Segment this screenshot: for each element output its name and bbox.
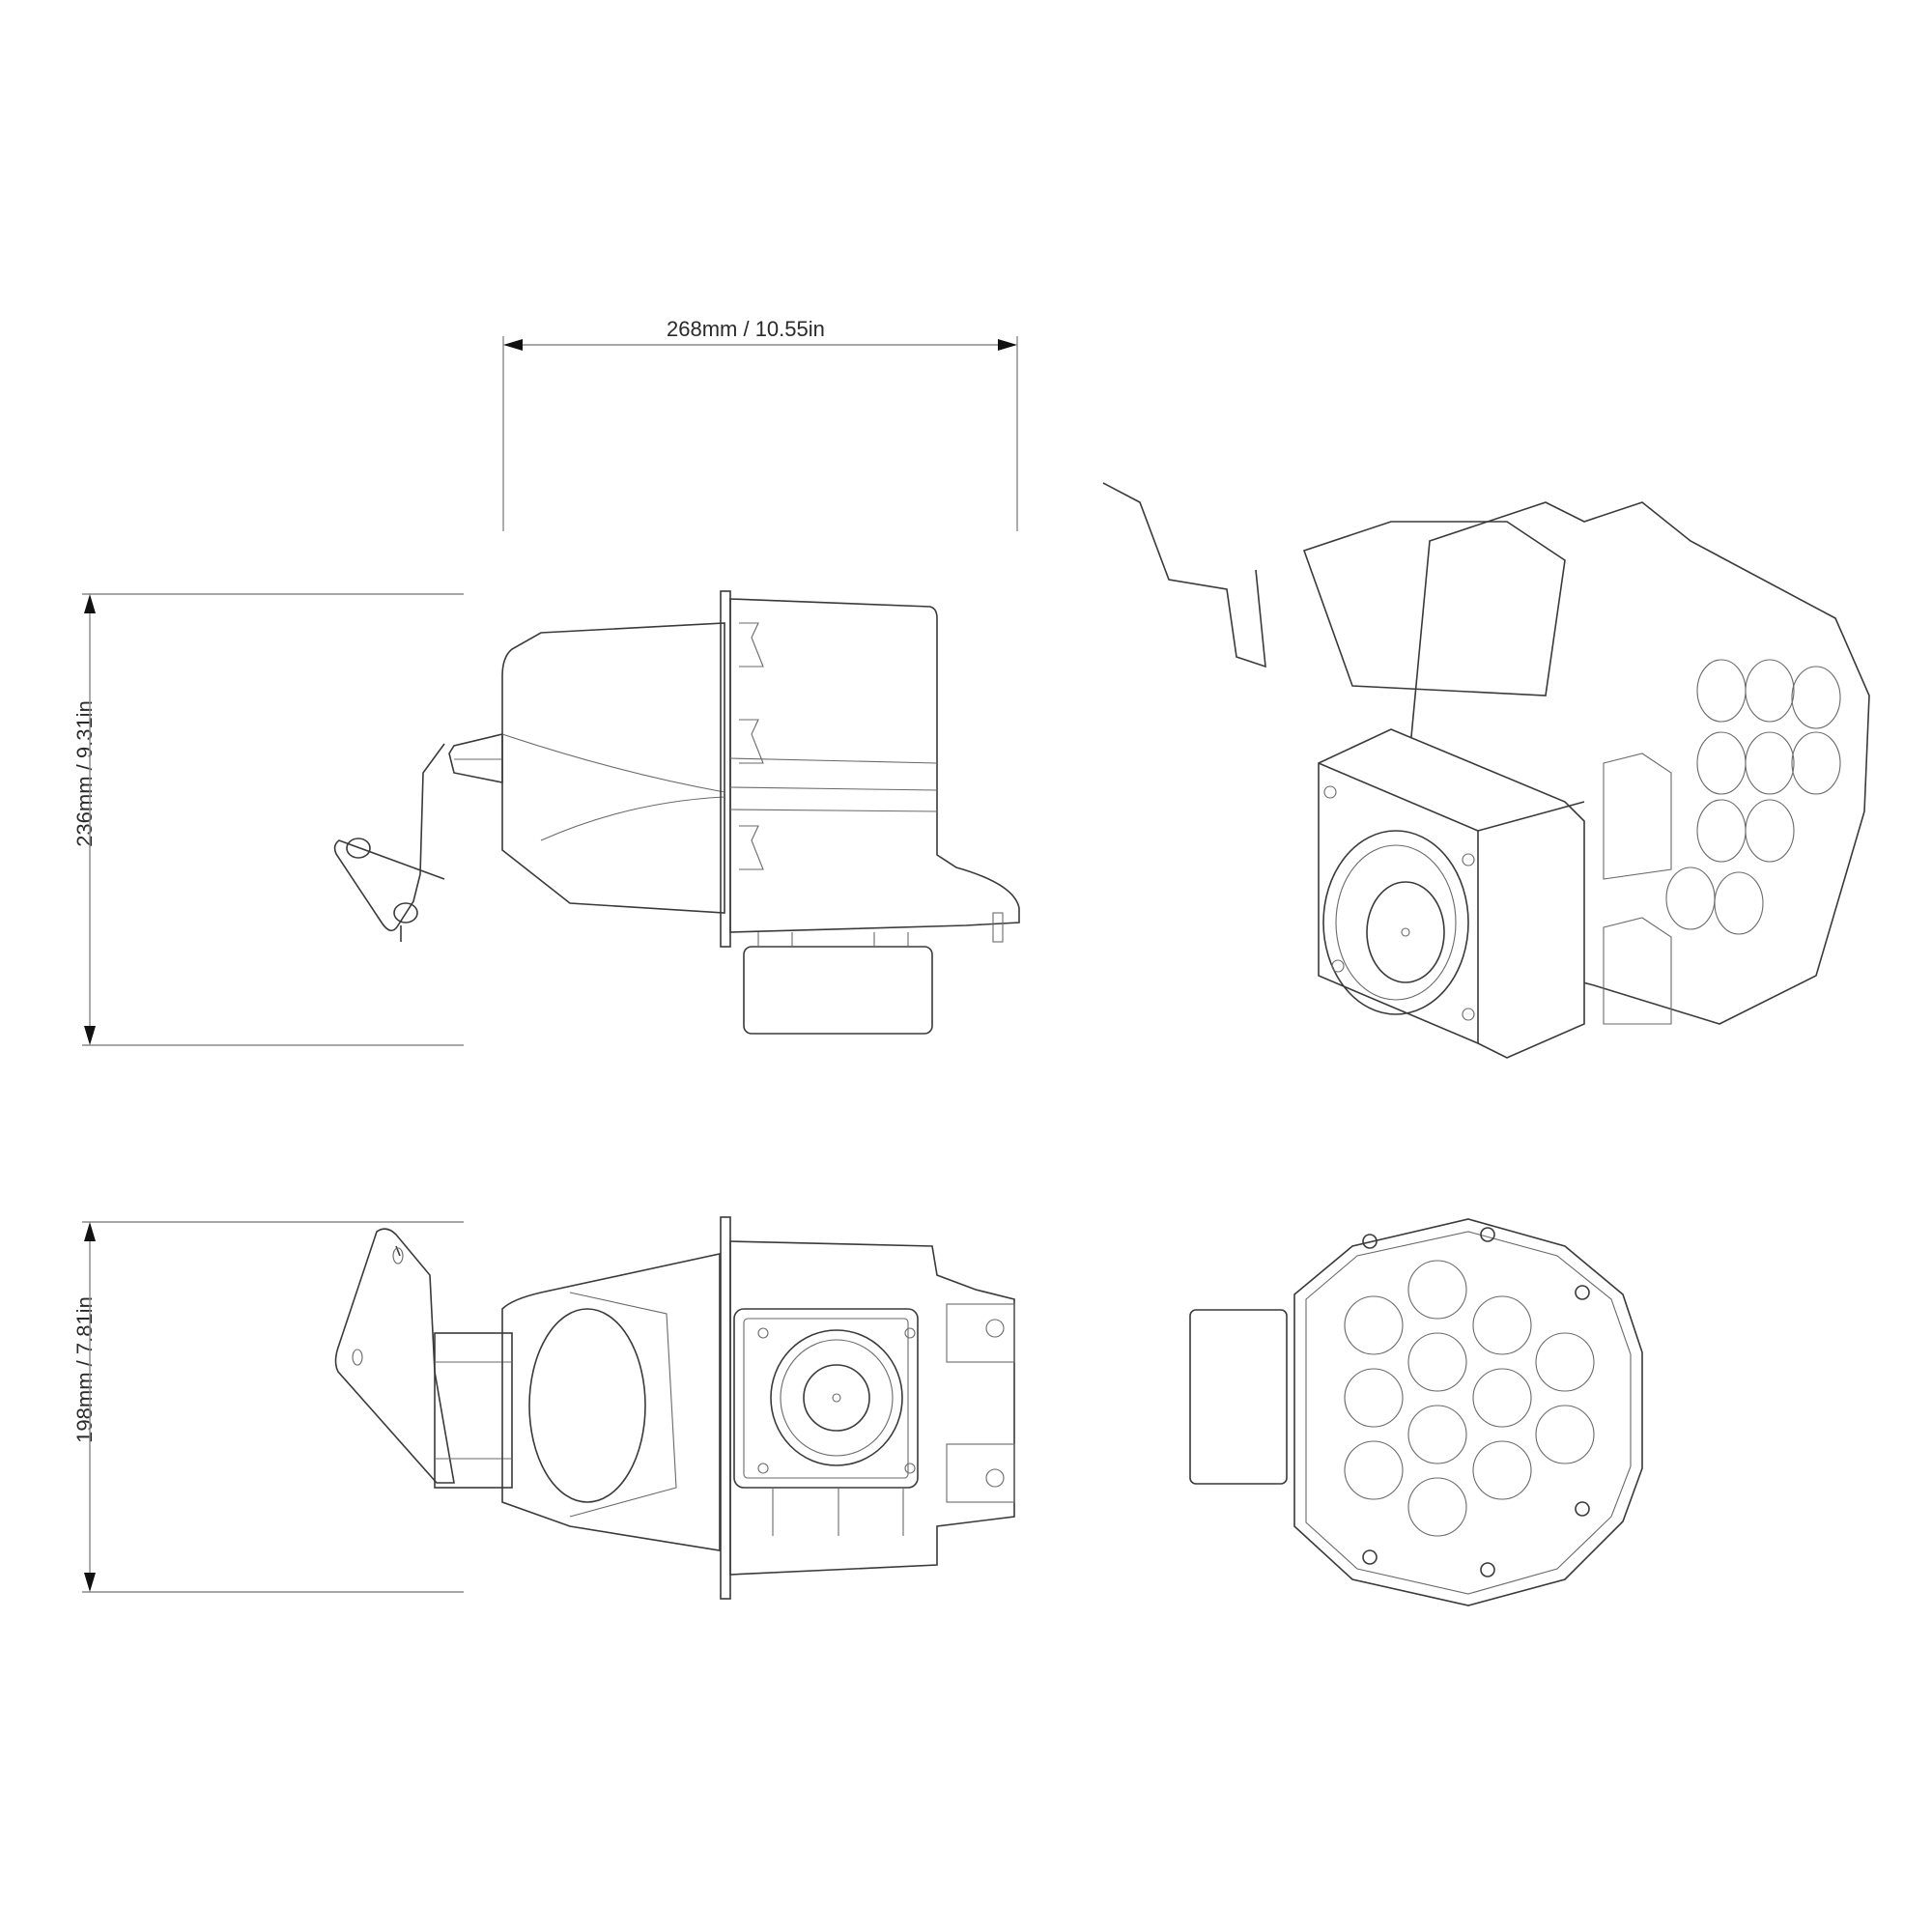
isometric-view <box>1102 482 1870 1059</box>
top-view <box>334 1216 1015 1600</box>
side-view <box>333 590 1020 1035</box>
side-height-dimension-line <box>82 593 464 1046</box>
end-view <box>1189 1218 1643 1606</box>
width-dimension-label: 268mm / 10.55in <box>667 317 825 341</box>
top-height-dimension-line <box>82 1221 464 1593</box>
width-dimension-line <box>502 336 1018 531</box>
